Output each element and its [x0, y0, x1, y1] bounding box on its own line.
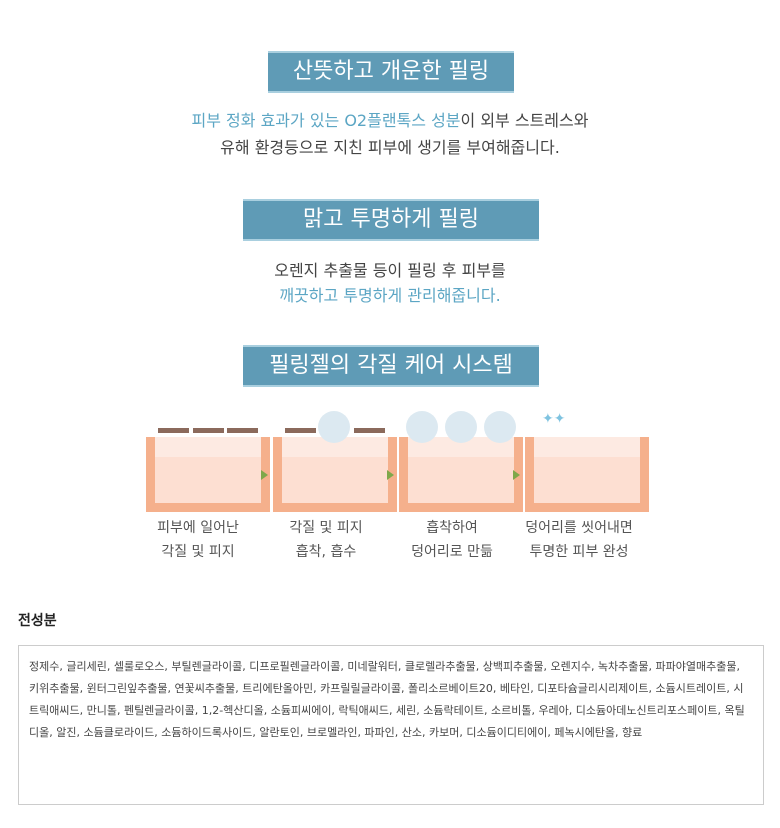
caption-line: 투명한 피부 완성: [529, 544, 629, 560]
caption-line: 각질 및 피지: [161, 544, 235, 560]
step-illustration-1: [146, 428, 270, 512]
caption-line: 흡착하여: [426, 520, 478, 536]
sparkle-icon: ✦✦: [542, 411, 566, 427]
section2-line1: 오렌지 추출물 등이 필링 후 피부를: [274, 261, 506, 280]
caption-line: 흡착, 흡수: [295, 544, 357, 560]
arrow-icon: [513, 470, 520, 480]
section-banner-system: 필링젤의 각질 케어 시스템: [243, 345, 539, 387]
arrow-icon: [387, 470, 394, 480]
section1-line1: 피부 정화 효과가 있는 O2플랜톡스 성분이 외부 스트레스와: [0, 107, 780, 131]
text: 이 외부 스트레스와: [460, 111, 589, 130]
step-illustration-4: ✦✦: [525, 411, 649, 512]
ingredients-list: 정제수, 글리세린, 셀룰로오스, 부틸렌글라이콜, 디프로필렌글라이콜, 미네…: [18, 645, 764, 805]
caption-line: 덩어리를 씻어내면: [525, 520, 633, 536]
arrow-icon: [261, 470, 268, 480]
section2-line2: 깨끗하고 투명하게 관리해줍니다.: [279, 286, 501, 305]
step-illustration-3: [399, 411, 523, 512]
section1-line2: 유해 환경등으로 지친 피부에 생기를 부여해줍니다.: [220, 138, 560, 157]
step-illustration-2: [273, 411, 397, 512]
highlight-text: 피부 정화 효과가 있는 O2플랜톡스 성분: [191, 111, 461, 130]
caption-line: 피부에 일어난: [157, 520, 239, 536]
section-banner-clear: 맑고 투명하게 필링: [243, 199, 539, 241]
caption-line: 덩어리로 만듦: [411, 544, 493, 560]
section-banner-refreshing: 산뜻하고 개운한 필링: [268, 51, 514, 93]
ingredients-title: 전성분: [18, 613, 57, 629]
caption-line: 각질 및 피지: [289, 520, 363, 536]
